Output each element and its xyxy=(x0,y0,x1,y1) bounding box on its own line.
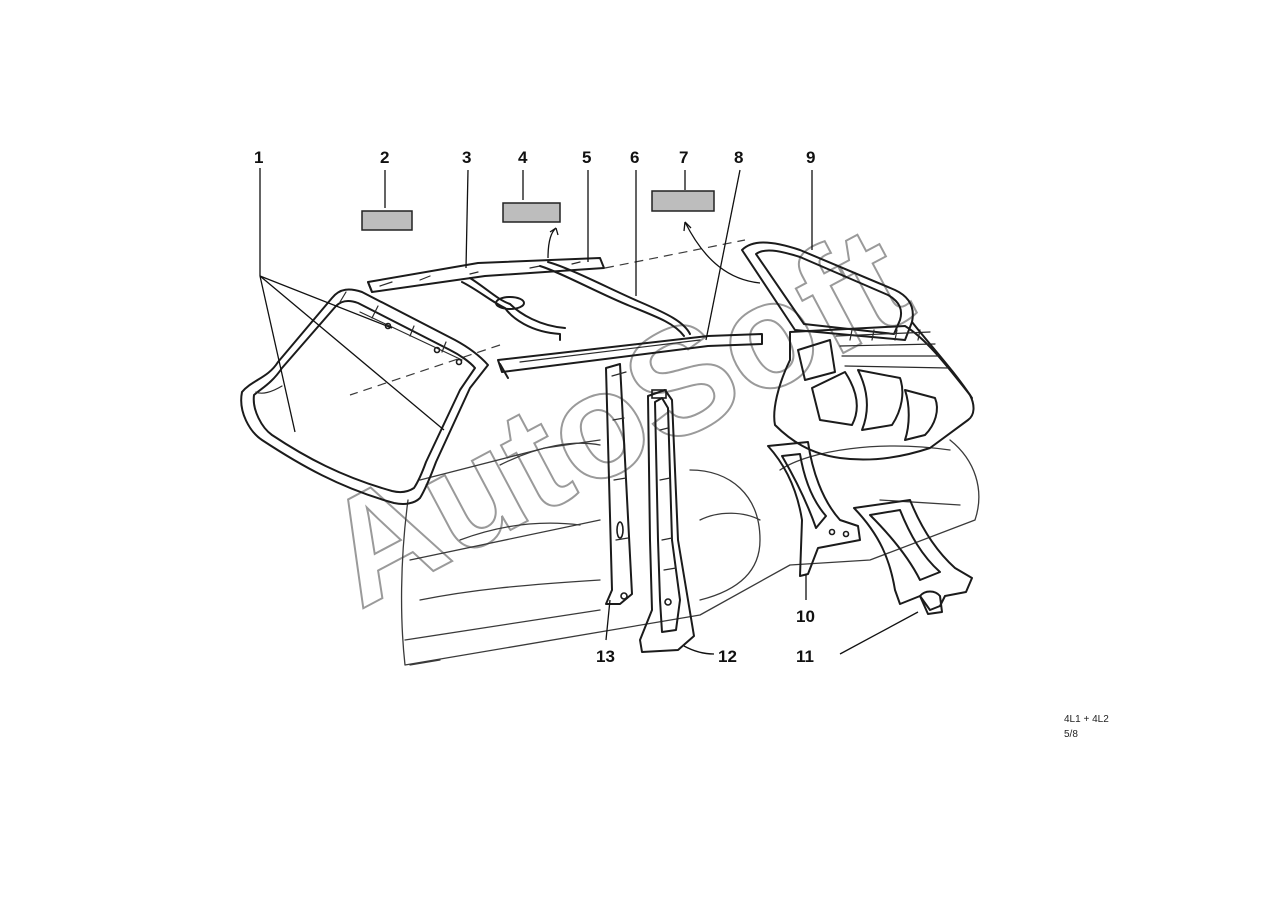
part-11-rear-pillar xyxy=(839,499,973,655)
rear-panel-structure xyxy=(773,321,975,461)
callout-13: 13 xyxy=(596,647,615,666)
callout-6: 6 xyxy=(630,148,639,167)
page-number: 5/8 xyxy=(1064,729,1078,740)
callout-3: 3 xyxy=(462,148,471,167)
part-10-bracket xyxy=(767,441,861,600)
roof-dash-line xyxy=(604,239,746,269)
callout-4: 4 xyxy=(518,148,528,167)
car-body-outline xyxy=(400,439,980,666)
callout-7-arrow xyxy=(684,221,761,284)
callout-4-arrow xyxy=(547,227,557,259)
callout-9: 9 xyxy=(806,148,815,167)
part-12-pillar xyxy=(639,389,715,655)
callout-1: 1 xyxy=(254,148,263,167)
part-8-roof-rail xyxy=(497,333,763,379)
part-6-roof-bow xyxy=(539,261,691,337)
callout-leaders xyxy=(384,169,813,341)
part-7-pad xyxy=(651,190,715,212)
watermark-text: AutoSoft xyxy=(296,193,934,639)
callout-4-arrowhead xyxy=(549,227,559,236)
belt-dash-line xyxy=(349,344,501,396)
part-2-pad xyxy=(361,210,413,231)
callout-11: 11 xyxy=(796,647,814,666)
callout-1-leaders xyxy=(259,168,445,433)
part-3-roof-frame xyxy=(367,257,605,341)
callout-12: 12 xyxy=(718,647,737,666)
callout-7: 7 xyxy=(679,148,688,167)
callout-10: 10 xyxy=(796,607,815,626)
part-4-pad xyxy=(502,202,561,223)
reference-code: 4L1 + 4L2 xyxy=(1064,714,1109,725)
callout-7-arrowhead xyxy=(683,221,692,232)
callout-5: 5 xyxy=(582,148,591,167)
callout-2: 2 xyxy=(380,148,389,167)
part-1-windscreen-frame xyxy=(240,288,489,505)
part-13-pillar xyxy=(605,363,633,641)
callout-8: 8 xyxy=(734,148,743,167)
